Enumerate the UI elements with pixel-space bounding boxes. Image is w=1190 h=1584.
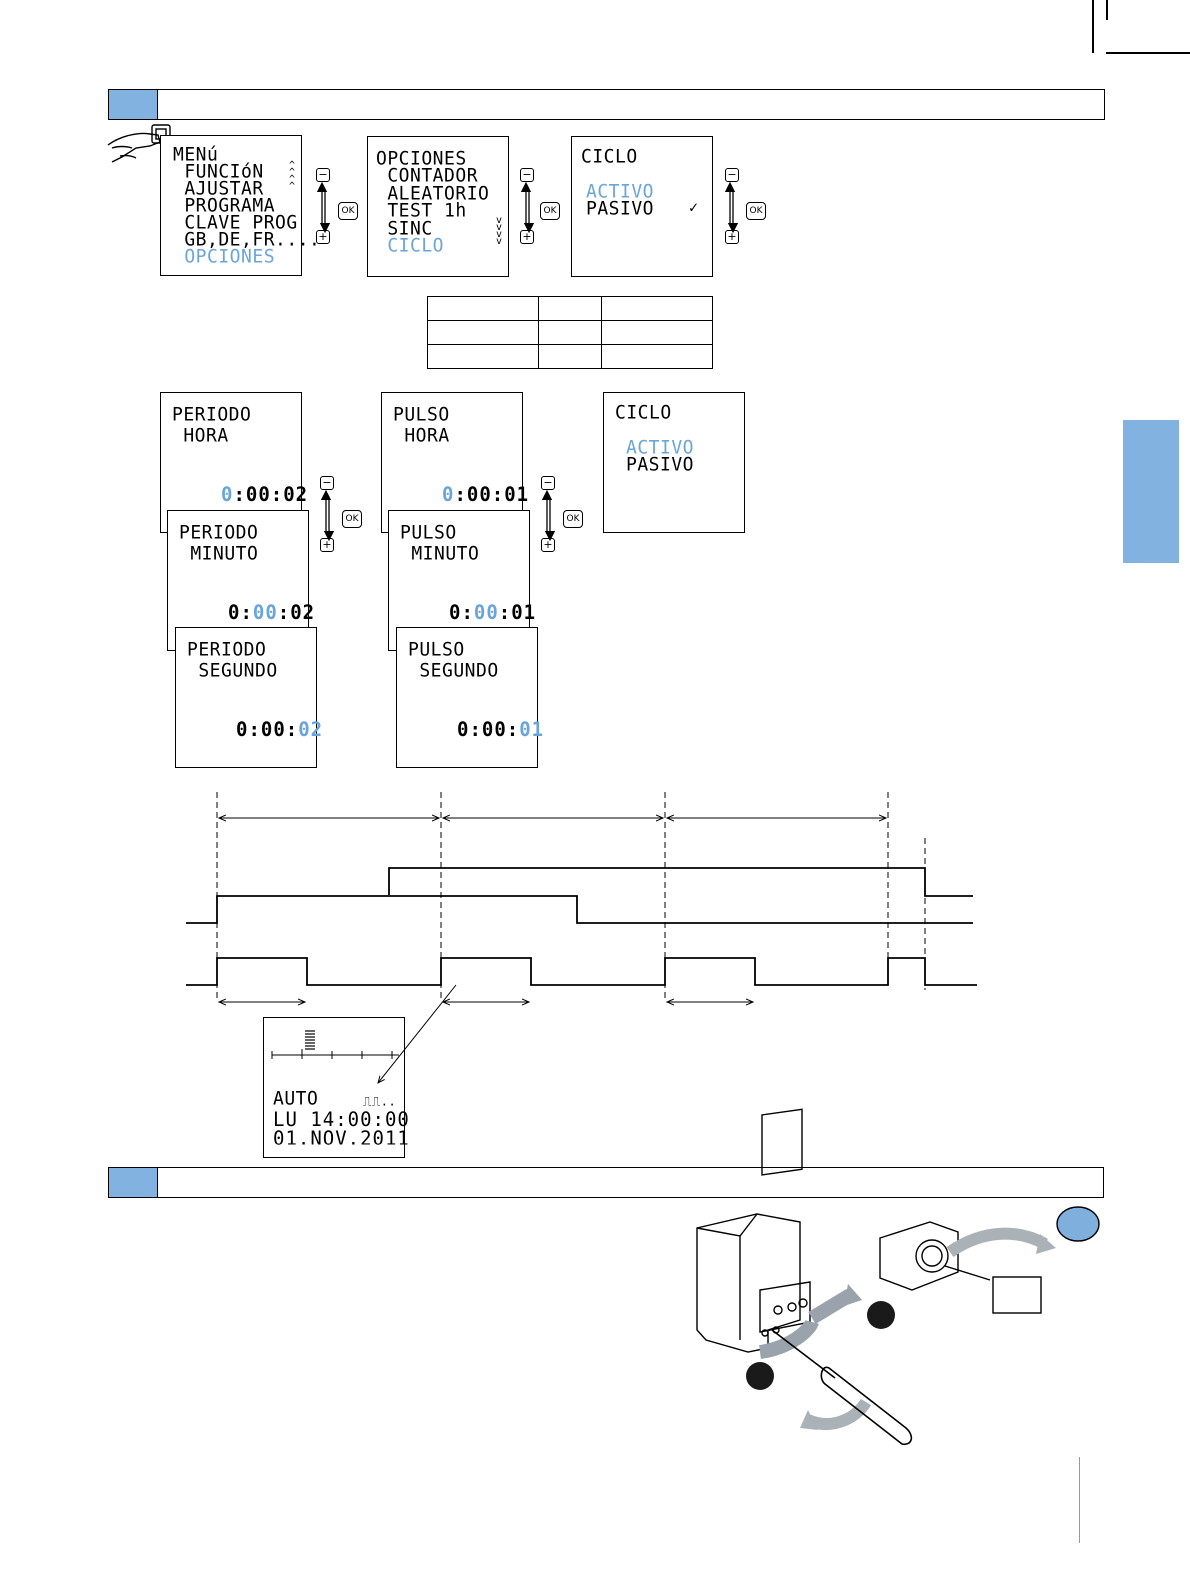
periodo-segundo-screen: PERIODO SEGUNDO 0:00:02 <box>175 627 322 768</box>
pulso-label: PULSO <box>400 521 457 544</box>
menu-item-opciones[interactable]: OPCIONES <box>173 245 276 268</box>
option-contador[interactable]: CONTADOR <box>376 164 479 187</box>
pulso-label: PULSO <box>393 403 450 426</box>
ok-button[interactable]: OK <box>338 202 358 220</box>
minus-button[interactable]: − <box>520 168 534 182</box>
menu-item-ajustar[interactable]: AJUSTAR <box>173 177 264 200</box>
periodo-unit-minuto: MINUTO <box>179 542 259 565</box>
option-ciclo[interactable]: CICLO <box>376 234 445 257</box>
pulso-hora-value[interactable]: 0:00:01 <box>442 482 530 506</box>
periodo-hora-screen: PERIODO HORA 0:00:02 <box>160 392 307 533</box>
menu-item-programa[interactable]: PROGRAMA <box>173 194 276 217</box>
periodo-unit-segundo: SEGUNDO <box>187 659 278 682</box>
pulso-unit-segundo: SEGUNDO <box>408 659 499 682</box>
plus-button[interactable]: + <box>320 538 334 552</box>
crop-mark <box>1106 52 1190 54</box>
plus-button[interactable]: + <box>316 230 330 244</box>
section-tag <box>109 1168 158 1197</box>
ciclo-title: CICLO <box>615 401 672 424</box>
menu-title: MENú <box>173 143 219 166</box>
nav-control-5: − + OK <box>539 474 589 556</box>
section-header-options <box>108 89 1105 120</box>
option-test-1h[interactable]: TEST 1h <box>376 199 467 222</box>
opciones-lcd-screen: OPCIONES CONTADOR ALEATORIO TEST 1h SINC… <box>367 136 509 277</box>
crop-mark <box>1092 0 1094 53</box>
options-table <box>427 296 713 369</box>
plus-button[interactable]: + <box>520 230 534 244</box>
pulso-label: PULSO <box>408 638 465 661</box>
plus-button[interactable]: + <box>725 230 739 244</box>
timeline-bar-icon <box>271 1030 399 1059</box>
ciclo-lcd-screen-1: CICLO ACTIVO PASIVO ✓ <box>571 136 713 277</box>
minus-button[interactable]: − <box>725 168 739 182</box>
menu-item-languages[interactable]: GB,DE,FR.... <box>173 228 321 251</box>
ok-button[interactable]: OK <box>563 510 583 528</box>
status-time: LU 14:00:00 <box>273 1107 410 1131</box>
minus-button[interactable]: − <box>316 168 330 182</box>
option-aleatorio[interactable]: ALEATORIO <box>376 182 490 205</box>
ciclo-activo[interactable]: ACTIVO <box>586 180 655 203</box>
ok-button[interactable]: OK <box>342 510 362 528</box>
periodo-minuto-value[interactable]: 0:00:02 <box>228 600 316 624</box>
pulso-unit-minuto: MINUTO <box>400 542 480 565</box>
ciclo-lcd-screen-2: CICLO ACTIVO PASIVO <box>603 392 745 533</box>
ciclo-pasivo[interactable]: PASIVO <box>626 453 695 476</box>
pulso-hora-screen: PULSO HORA 0:00:01 <box>381 392 528 533</box>
pulse-mode-icon: ⎍⎍.. <box>363 1094 397 1109</box>
nav-control-3: − + OK <box>724 166 774 248</box>
menu-lcd-screen: MENú FUNCIóN AJUSTAR PROGRAMA CLAVE PROG… <box>160 135 320 276</box>
option-sinc[interactable]: SINC <box>376 217 433 240</box>
footer-rule <box>1079 1457 1080 1543</box>
periodo-label: PERIODO <box>179 521 259 544</box>
pulso-minuto-value[interactable]: 0:00:01 <box>449 600 537 624</box>
pulso-segundo-value[interactable]: 0:00:01 <box>457 717 545 741</box>
periodo-segundo-value[interactable]: 0:00:02 <box>236 717 324 741</box>
periodo-label: PERIODO <box>187 638 267 661</box>
nav-control-1: − + OK <box>312 166 362 248</box>
side-chapter-tab <box>1123 420 1179 563</box>
status-lcd-screen: AUTO ⎍⎍.. LU 14:00:00 01.NOV.2011 <box>263 1017 409 1158</box>
section-tag <box>109 90 158 119</box>
minus-button[interactable]: − <box>320 476 334 490</box>
pulso-segundo-screen: PULSO SEGUNDO 0:00:01 <box>396 627 543 768</box>
menu-item-funcion[interactable]: FUNCIóN <box>173 160 264 183</box>
up-arrows-icon: ^^^^ <box>289 160 296 192</box>
check-icon: ✓ <box>689 198 699 217</box>
ok-button[interactable]: OK <box>540 202 560 220</box>
periodo-unit-hora: HORA <box>172 424 229 447</box>
opciones-title: OPCIONES <box>376 147 467 170</box>
status-mode: AUTO <box>273 1087 319 1110</box>
ciclo-pasivo[interactable]: PASIVO <box>586 197 655 220</box>
status-date: 01.NOV.2011 <box>273 1126 410 1150</box>
periodo-hora-value[interactable]: 0:00:02 <box>221 482 309 506</box>
crop-mark <box>1106 0 1108 20</box>
periodo-label: PERIODO <box>172 403 252 426</box>
minus-button[interactable]: − <box>541 476 555 490</box>
plus-button[interactable]: + <box>541 538 555 552</box>
pulso-unit-hora: HORA <box>393 424 450 447</box>
nav-control-2: − + OK <box>518 166 568 248</box>
ciclo-activo[interactable]: ACTIVO <box>626 436 695 459</box>
nav-control-4: − + OK <box>318 474 368 556</box>
section-header-battery <box>108 1167 1104 1198</box>
ok-button[interactable]: OK <box>746 202 766 220</box>
ciclo-title: CICLO <box>581 145 638 168</box>
menu-item-clave-prog[interactable]: CLAVE PROG <box>173 211 298 234</box>
